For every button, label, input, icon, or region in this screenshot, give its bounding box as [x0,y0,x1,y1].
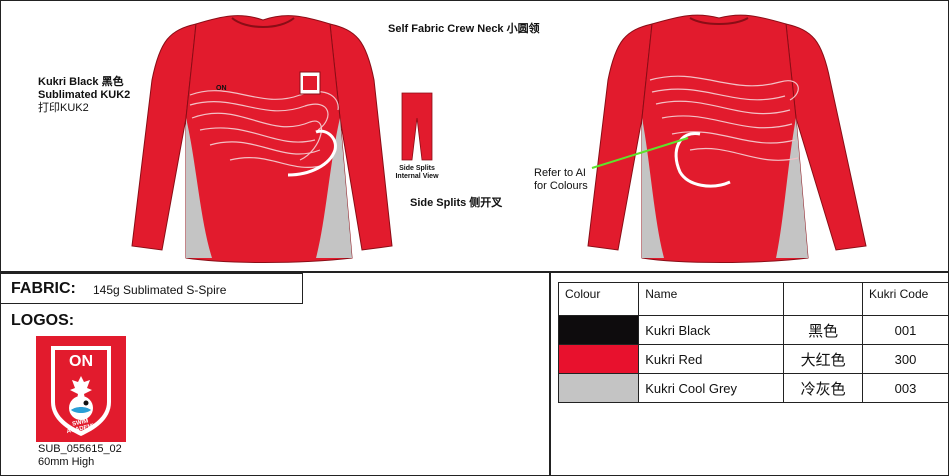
swatch-red [557,344,640,374]
front-shirt-illustration [131,14,867,263]
front-collar [231,17,295,28]
kukri-black-line1: Kukri Black 黑色 [38,76,124,88]
colour-name-cn: 大红色 [783,344,863,374]
front-left-sleeve [131,23,197,251]
colour-name: Kukri Cool Grey [638,373,785,403]
side-splits-view-line2: Internal View [395,173,439,180]
crew-neck-note: Self Fabric Crew Neck 小圆领 [388,23,540,35]
table-row: Kukri Black 黑色 001 [557,315,949,345]
refer-annotation-line [591,137,689,169]
colour-name-cn: 冷灰色 [783,373,863,403]
fabric-box [0,273,303,304]
kukri-black-line2: Sublimated KUK2 [38,89,131,101]
side-splits-internal-view [401,92,433,161]
chest-mark-text: ON [216,85,227,92]
side-splits-view-line1: Side Splits [399,165,435,172]
front-right-sleeve [329,23,393,251]
swimmer-wave-icon [71,407,91,413]
colour-name: Kukri Red [638,344,785,374]
kukri-black-line3: 打印KUK2 [38,102,89,114]
front-left-grey-panel [186,118,212,258]
header-name: Name [638,282,785,316]
colour-table-header: Colour Name Kukri Code [557,282,949,316]
back-main-swirl [674,132,731,188]
swatch-black [557,315,640,345]
side-splits-view-label: Side Splits Internal View [392,165,442,181]
section-divider [0,271,949,273]
refer-line1: Refer to AI [534,167,586,179]
kukri-black-note: Kukri Black 黑色 Sublimated KUK2 打印KUK2 [38,76,130,115]
fabric-label: FABRIC: [11,280,76,297]
table-row: Kukri Cool Grey 冷灰色 003 [557,373,949,403]
swim-academy-logo: ON SWIM ACADEMY [36,336,126,442]
fabric-value: 145g Sublimated S-Spire [93,283,227,297]
colour-name-cn: 黑色 [783,315,863,345]
maple-leaf-icon [70,376,92,399]
back-left-grey-panel [642,118,664,258]
header-blank [783,282,863,316]
colour-code: 300 [861,344,949,374]
refer-line2: for Colours [534,180,588,192]
logo-code: SUB_055615_02 [38,443,122,455]
colour-code: 003 [861,373,949,403]
back-neckline [689,17,749,25]
colour-code: 001 [861,315,949,345]
back-body [641,14,809,263]
front-right-grey-panel [316,118,352,258]
back-right-sleeve [785,23,867,251]
logo-caption: SUB_055615_02 60mm High [38,443,122,469]
back-left-sleeve [587,23,653,251]
logo-badge-graphic [36,336,126,442]
back-right-grey-panel [776,118,808,258]
logos-label: LOGOS: [11,312,75,329]
header-colour: Colour [557,282,640,316]
colour-name: Kukri Black [638,315,785,345]
colour-table: Colour Name Kukri Code Kukri Black 黑色 00… [557,282,949,403]
refer-colours-note: Refer to AI for Colours [534,167,588,193]
back-swirl-graphic [649,75,799,161]
front-main-swirl [287,129,337,177]
front-swirl-graphic [189,90,339,169]
swatch-grey [557,373,640,403]
table-row: Kukri Red 大红色 300 [557,344,949,374]
side-splits-note: Side Splits 侧开叉 [410,197,503,209]
column-divider [549,272,551,476]
header-kukri-code: Kukri Code [861,282,949,316]
logo-size: 60mm High [38,456,95,468]
logo-badge-top-text: ON [69,353,93,370]
